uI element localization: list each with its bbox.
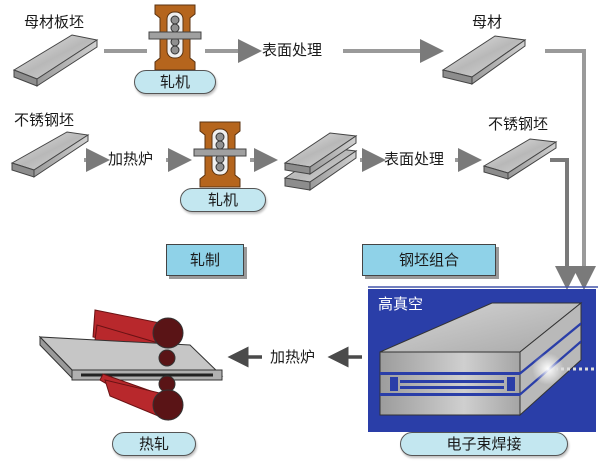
stainless-slab-label: 不锈钢坯 — [14, 111, 75, 129]
hot-rolling-pill: 热轧 — [112, 432, 196, 456]
stainless-output-label: 不锈钢坯 — [488, 115, 549, 133]
surface-treatment-label: 表面处理 — [384, 150, 445, 168]
base-slab-icon — [12, 34, 99, 87]
base-metal-icon — [441, 35, 527, 85]
base-metal-label: 母材 — [472, 13, 503, 31]
rolling-mill-pill: 轧机 — [134, 70, 216, 94]
base-slab-label: 母材板坯 — [24, 13, 85, 31]
stainless-slab-icon — [10, 131, 90, 178]
rolling-section-box: 轧制 — [166, 244, 244, 276]
surface-treatment-label: 表面处理 — [262, 41, 323, 59]
heating-furnace-label: 加热炉 — [108, 150, 154, 168]
ebw-pill: 电子束焊接 — [400, 432, 568, 456]
rolling-mill-pill: 轧机 — [180, 188, 266, 212]
stacked-slabs-icon — [283, 132, 358, 191]
welded-block-icon — [379, 301, 596, 417]
arrow — [550, 158, 579, 290]
high-vacuum-label: 高真空 — [378, 295, 424, 313]
stainless-output-icon — [482, 138, 558, 180]
assembly-section-box: 钢坯组合 — [362, 244, 496, 276]
rolling-mill-icon — [193, 121, 247, 188]
hot-rolling-icon — [38, 309, 224, 421]
rolling-mill-icon — [148, 4, 202, 71]
arrow — [545, 49, 596, 290]
heating-furnace-label: 加热炉 — [270, 348, 316, 366]
